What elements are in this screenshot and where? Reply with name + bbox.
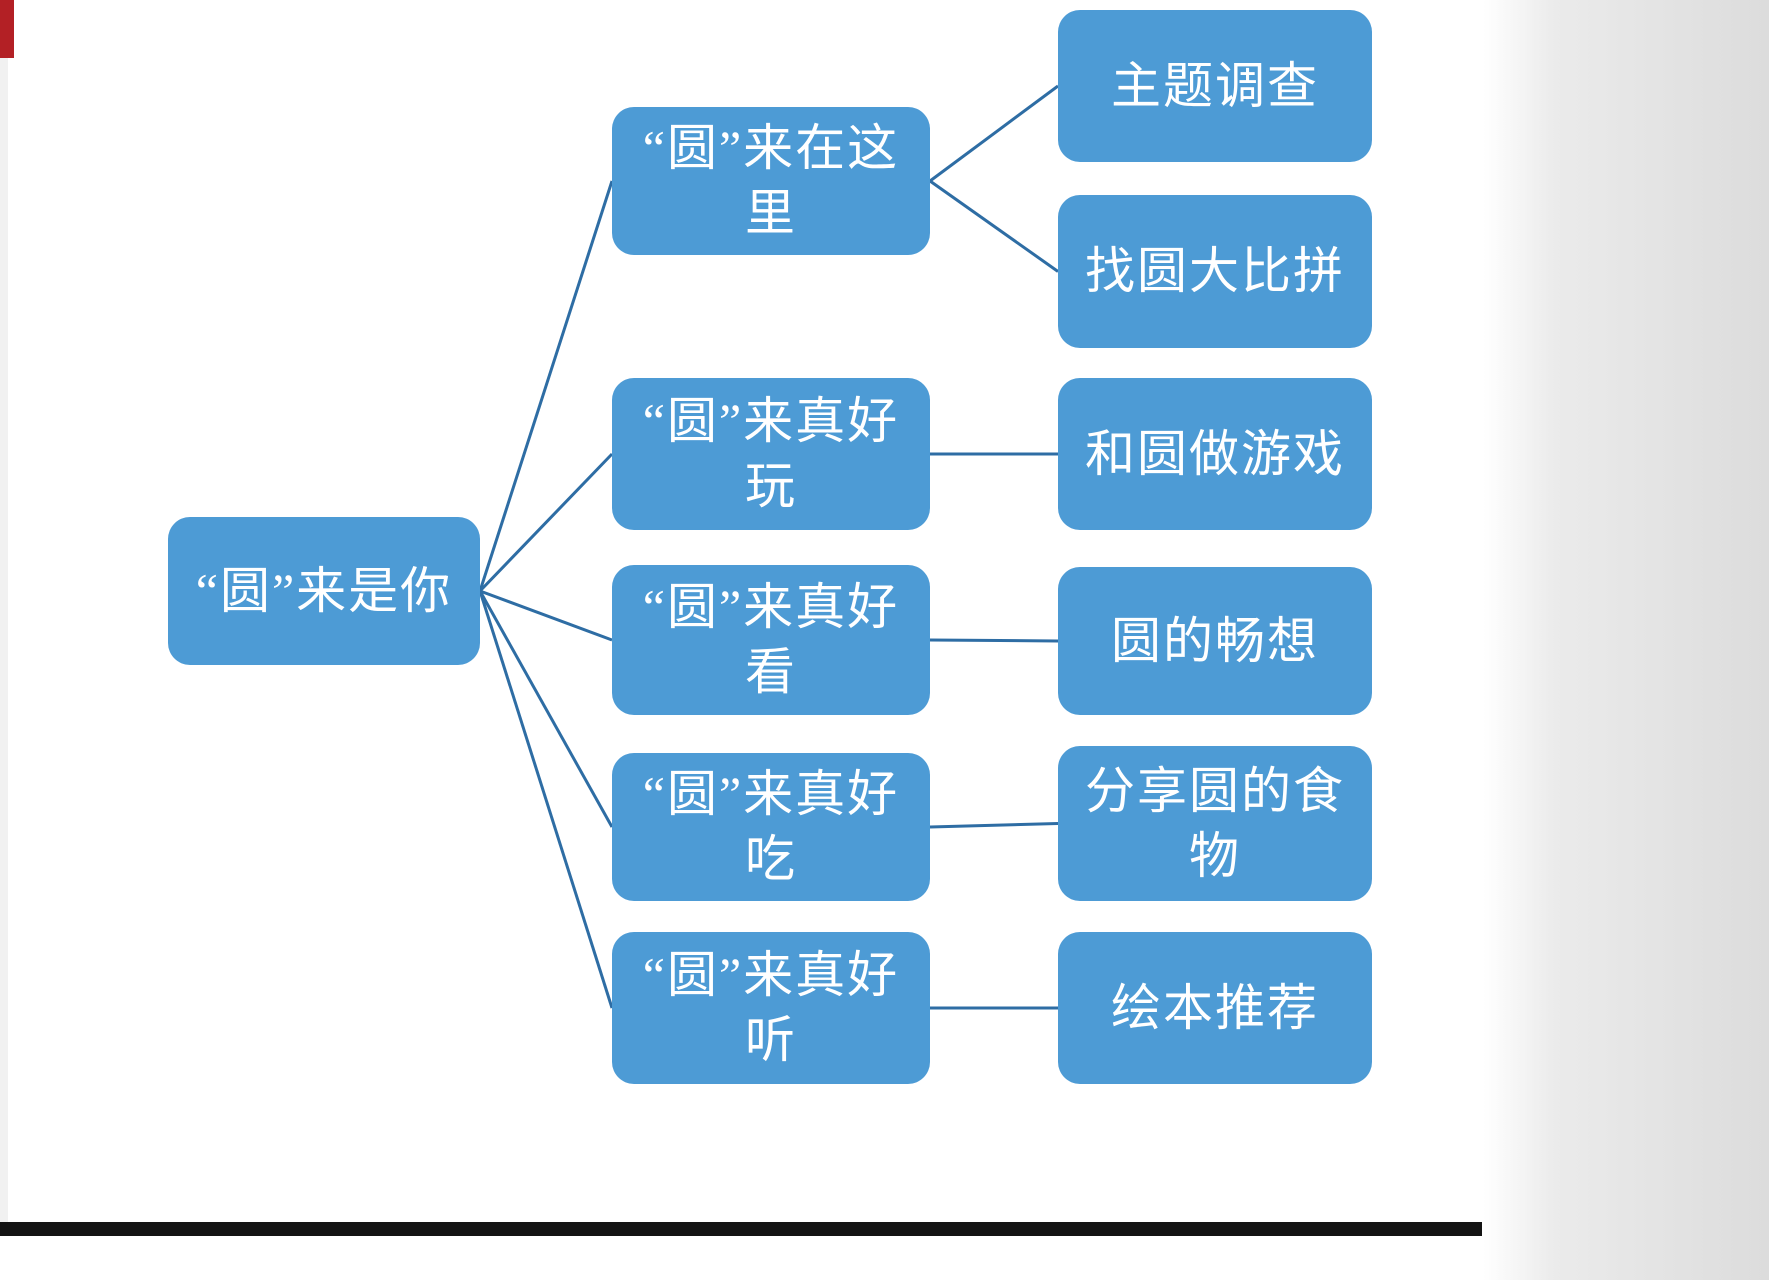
diagram-node-yuan-lai-zhen-haowan: “圆”来真好 玩 <box>612 378 930 530</box>
diagram-node-zhaoyuan-dabipin: 找圆大比拼 <box>1058 195 1372 348</box>
diagram-node-yuan-lai-zhen-haokan: “圆”来真好 看 <box>612 565 930 715</box>
diagram-node-zhuti-diaocha: 主题调查 <box>1058 10 1372 162</box>
diagram-node-huiben-tuijian: 绘本推荐 <box>1058 932 1372 1084</box>
diagram-node-fenxiang-yuande-shiwu: 分享圆的食 物 <box>1058 746 1372 901</box>
diagram-node-heyuan-zuo-youxi: 和圆做游戏 <box>1058 378 1372 530</box>
corner-red-mark <box>0 0 14 58</box>
diagram-node-yuande-changxiang: 圆的畅想 <box>1058 567 1372 715</box>
diagram-node-yuan-lai-zhen-haochi: “圆”来真好 吃 <box>612 753 930 901</box>
left-edge-strip <box>0 58 8 1222</box>
right-edge-strip <box>1483 0 1769 1280</box>
diagram-node-yuan-lai-zhen-haoting: “圆”来真好 听 <box>612 932 930 1084</box>
bottom-bar <box>0 1222 1482 1236</box>
diagram-node-root: “圆”来是你 <box>168 517 480 665</box>
diagram-node-yuan-lai-zai-zheli: “圆”来在这 里 <box>612 107 930 255</box>
